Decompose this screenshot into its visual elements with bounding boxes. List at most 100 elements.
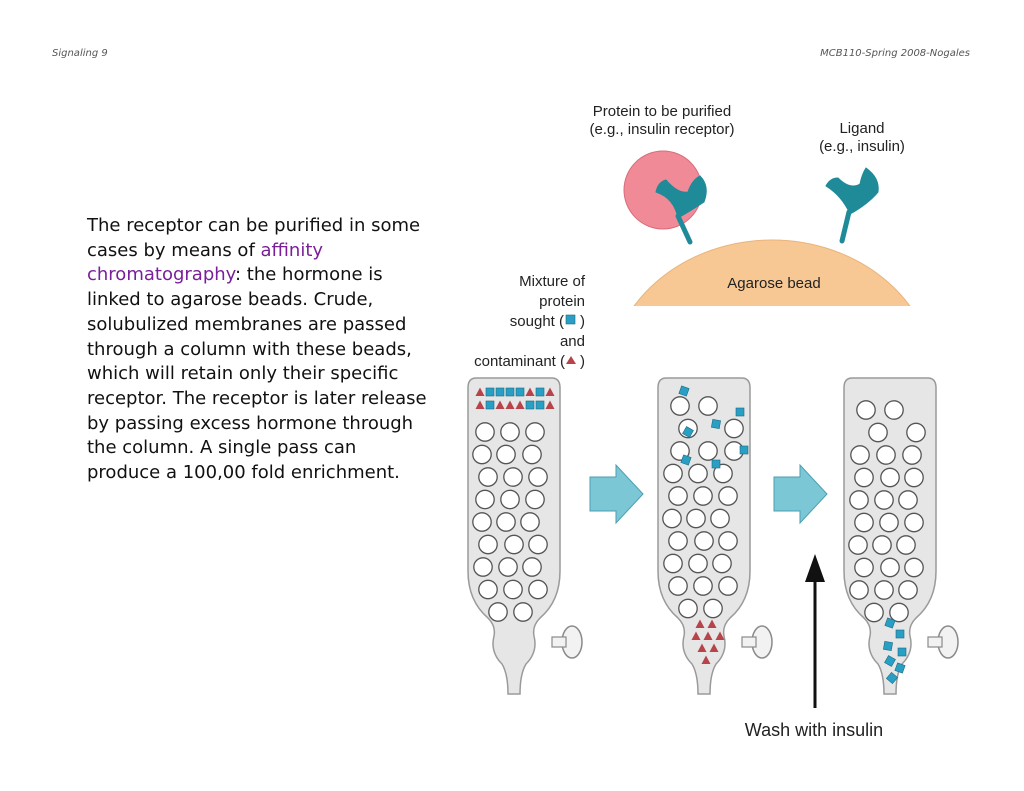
contaminant-triangle-icon — [515, 400, 525, 409]
agarose-bead-icon — [663, 463, 683, 484]
agarose-bead-icon — [718, 531, 738, 551]
mixture-label-line-3: sought ( — [510, 313, 564, 330]
protein-square-icon — [884, 617, 896, 629]
stopcock-stem — [927, 636, 943, 648]
contaminant-triangle-icon — [709, 643, 719, 652]
agarose-bead-icon — [879, 512, 899, 533]
contaminant-triangle-icon — [525, 387, 535, 396]
agarose-bead-icon — [896, 535, 916, 555]
agarose-bead-icon — [668, 486, 688, 506]
agarose-bead-icon — [713, 463, 733, 484]
legend-protein-square-icon — [565, 314, 576, 325]
ligand-label-line-2: (e.g., insulin) — [819, 138, 905, 155]
agarose-bead-icon — [504, 534, 524, 555]
agarose-bead-icon — [710, 508, 730, 529]
protein-square-icon — [535, 387, 545, 397]
figure-svg: Agarose bead Protein to be purified (e.g… — [467, 103, 959, 740]
protein-square-icon — [894, 662, 906, 674]
agarose-bead-icon — [698, 396, 718, 416]
agarose-bead-icon — [473, 557, 493, 577]
agarose-bead-icon — [513, 602, 533, 622]
column-loaded — [467, 377, 583, 695]
protein-square-icon — [525, 400, 535, 410]
protein-square-icon — [485, 387, 495, 397]
agarose-bead-icon — [688, 553, 708, 574]
agarose-bead-icon — [663, 553, 683, 574]
agarose-bead-icon — [880, 467, 900, 488]
column-washed — [657, 377, 773, 695]
agarose-bead-icon — [498, 557, 518, 577]
agarose-bead-icon — [686, 508, 706, 529]
contaminant-triangle-icon — [545, 387, 555, 396]
agarose-bead-icon — [478, 534, 498, 555]
agarose-bead-icon — [678, 598, 698, 619]
agarose-bead-icon — [472, 444, 492, 465]
protein-square-icon — [680, 454, 692, 466]
agarose-bead-icon — [500, 489, 520, 510]
agarose-bead-icon — [880, 557, 900, 578]
agarose-bead-icon — [889, 602, 909, 623]
agarose-bead-icon — [528, 579, 548, 600]
agarose-bead-icon — [522, 557, 542, 577]
protein-square-icon — [739, 445, 749, 455]
agarose-bead-icon — [718, 576, 738, 596]
agarose-bead-icon — [902, 445, 922, 465]
process-arrow-2 — [773, 463, 828, 525]
body-text-part-2: : the hormone is linked to agarose beads… — [87, 264, 427, 484]
agarose-bead-icon — [475, 422, 495, 442]
protein-square-icon — [884, 655, 896, 667]
legend-contaminant-triangle-icon — [566, 356, 576, 364]
agarose-bead-icon — [868, 422, 888, 443]
protein-square-icon — [895, 629, 905, 639]
bound-receptor-icon — [655, 175, 707, 245]
agarose-bead-icon — [856, 400, 876, 420]
agarose-bead-icon — [849, 580, 869, 600]
protein-label-line-1: Protein to be purified — [593, 103, 731, 120]
protein-square-icon — [682, 426, 694, 438]
agarose-bead-icon — [478, 579, 498, 600]
contaminant-triangle-icon — [697, 643, 707, 652]
protein-square-icon — [495, 387, 505, 397]
contaminant-triangle-icon — [545, 400, 555, 409]
wash-arrow-head — [805, 554, 825, 582]
agarose-bead-icon — [694, 531, 714, 551]
agarose-bead-icon — [904, 557, 924, 578]
legend-close-paren-2: ) — [580, 353, 585, 370]
agarose-bead-icon — [724, 418, 744, 439]
agarose-bead-icon — [478, 467, 498, 487]
mixture-label-line-4: and — [560, 333, 585, 350]
agarose-bead-icon — [854, 557, 874, 578]
agarose-bead-icon — [898, 580, 918, 600]
agarose-bead-icon — [906, 422, 926, 443]
legend-close-paren-1: ) — [580, 313, 585, 330]
agarose-bead-icon — [496, 444, 516, 465]
agarose-bead-icon — [528, 467, 548, 487]
agarose-bead-icon — [488, 602, 508, 622]
ligand-label-line-1: Ligand — [839, 120, 884, 137]
agarose-bead-icon — [503, 579, 523, 600]
agarose-bead-icon — [668, 576, 688, 596]
agarose-bead-icon — [668, 531, 688, 551]
contaminant-triangle-icon — [707, 619, 717, 628]
mixture-label-line-5: contaminant ( — [474, 353, 565, 370]
contaminant-triangle-icon — [703, 631, 713, 640]
column-eluted — [843, 377, 959, 695]
affinity-chromatography-figure: Agarose bead Protein to be purified (e.g… — [452, 96, 992, 756]
slide-header-left: Signaling 9 — [52, 48, 108, 59]
protein-square-icon — [735, 407, 745, 417]
agarose-bead-icon — [904, 512, 924, 533]
contaminant-triangle-icon — [695, 619, 705, 628]
protein-square-icon — [678, 385, 690, 397]
contaminant-triangle-icon — [715, 631, 725, 640]
agarose-bead-icon — [874, 580, 894, 600]
agarose-bead-icon — [898, 490, 918, 510]
agarose-bead-icon — [876, 445, 896, 465]
agarose-bead-icon — [854, 467, 874, 488]
protein-square-icon — [505, 387, 515, 397]
agarose-bead-icon — [662, 508, 682, 529]
protein-square-icon — [883, 641, 893, 651]
agarose-bead-icon — [884, 400, 904, 420]
agarose-bead-icon — [670, 396, 690, 416]
slide-header-right: MCB110-Spring 2008-Nogales — [820, 48, 970, 59]
contaminant-triangle-icon — [691, 631, 701, 640]
